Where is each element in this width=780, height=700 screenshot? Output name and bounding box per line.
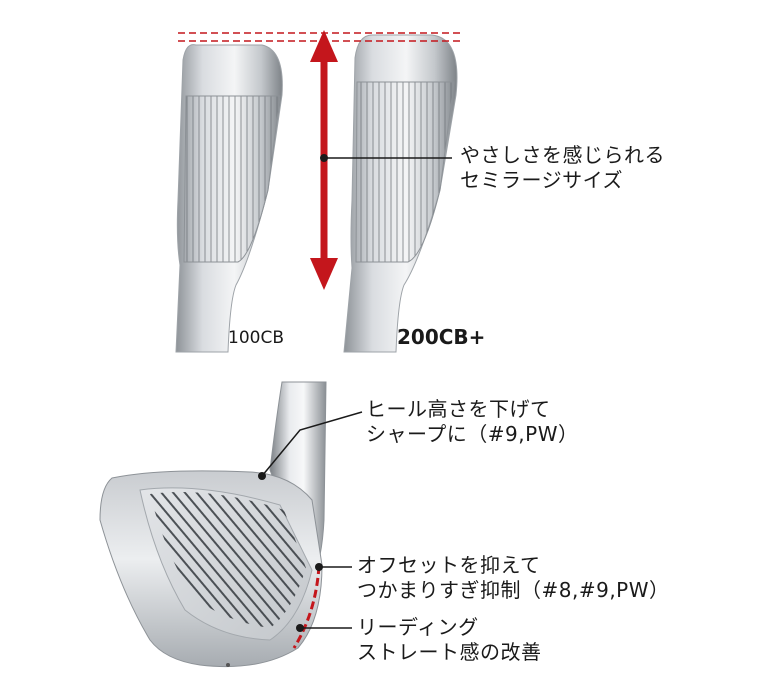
iron-100cb-image xyxy=(175,44,283,353)
size-callout-line2: セミラージサイズ xyxy=(460,168,623,192)
size-callout-line1: やさしさを感じられる xyxy=(460,143,665,167)
leading-callout-line2: ストレート感の改善 xyxy=(357,640,542,664)
model-label-100cb: 100CB xyxy=(228,328,284,348)
wedge-head-image xyxy=(99,381,327,668)
leading-callout-line1: リーディング xyxy=(357,615,479,639)
heel-callout-line2: シャープに（#9,PW） xyxy=(366,422,579,446)
heel-callout-line1: ヒール高さを下げて xyxy=(366,397,551,421)
model-label-200cb-plus: 200CB+ xyxy=(397,325,486,349)
offset-callout-line1: オフセットを抑えて xyxy=(357,553,541,577)
leading-edge-dashed-line xyxy=(292,565,321,649)
heel-callout: ヒール高さを下げて シャープに（#9,PW） xyxy=(366,397,578,447)
iron-200cb-plus-image xyxy=(343,34,458,353)
leader-line xyxy=(261,411,363,477)
leading-callout: リーディング ストレート感の改善 xyxy=(357,615,542,665)
offset-callout-line2: つかまりすぎ抑制（#8,#9,PW） xyxy=(357,578,670,602)
size-callout: やさしさを感じられる セミラージサイズ xyxy=(460,143,665,193)
offset-callout: オフセットを抑えて つかまりすぎ抑制（#8,#9,PW） xyxy=(357,553,670,603)
